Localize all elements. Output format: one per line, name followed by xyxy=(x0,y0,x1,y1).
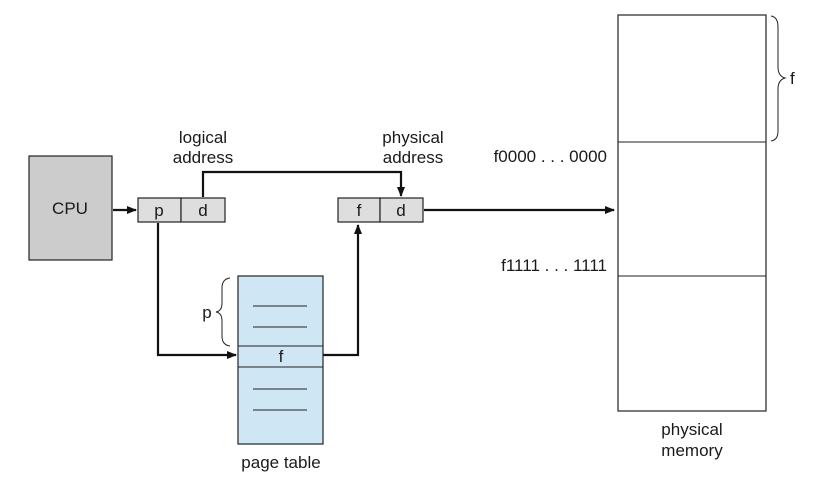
page-table-entry-f: f xyxy=(279,347,284,366)
logical-address-caption-line2: address xyxy=(173,148,233,167)
logical-page-field: p xyxy=(154,201,163,220)
physical-offset-field: d xyxy=(396,201,405,220)
page-table: f xyxy=(237,275,324,445)
memory-frame-label: f xyxy=(790,69,795,88)
logical-address-caption-line1: logical xyxy=(179,128,227,147)
logical-address-register: p d xyxy=(137,197,226,223)
physical-memory xyxy=(617,14,767,412)
page-table-caption: page table xyxy=(241,453,320,472)
physical-memory-caption-line2: memory xyxy=(661,441,723,460)
page-index-arrow xyxy=(156,223,237,359)
physical-address-register: f d xyxy=(337,197,424,223)
physical-address-caption-line1: physical xyxy=(382,128,443,147)
physical-address-caption-line2: address xyxy=(383,148,443,167)
cpu-box: CPU xyxy=(28,155,113,261)
cpu-label: CPU xyxy=(52,199,88,218)
memory-frame-brace xyxy=(770,15,787,142)
physical-memory-caption-line1: physical xyxy=(661,420,722,439)
frame-end-address: f1111 . . . 1111 xyxy=(501,256,607,275)
offset-copy-arrow xyxy=(201,170,405,197)
physical-frame-field: f xyxy=(357,201,362,220)
page-table-brace xyxy=(215,277,231,347)
logical-offset-field: d xyxy=(198,201,207,220)
frame-number-arrow xyxy=(323,224,362,357)
frame-start-address: f0000 . . . 0000 xyxy=(494,147,607,166)
page-table-index-label: p xyxy=(202,303,211,322)
